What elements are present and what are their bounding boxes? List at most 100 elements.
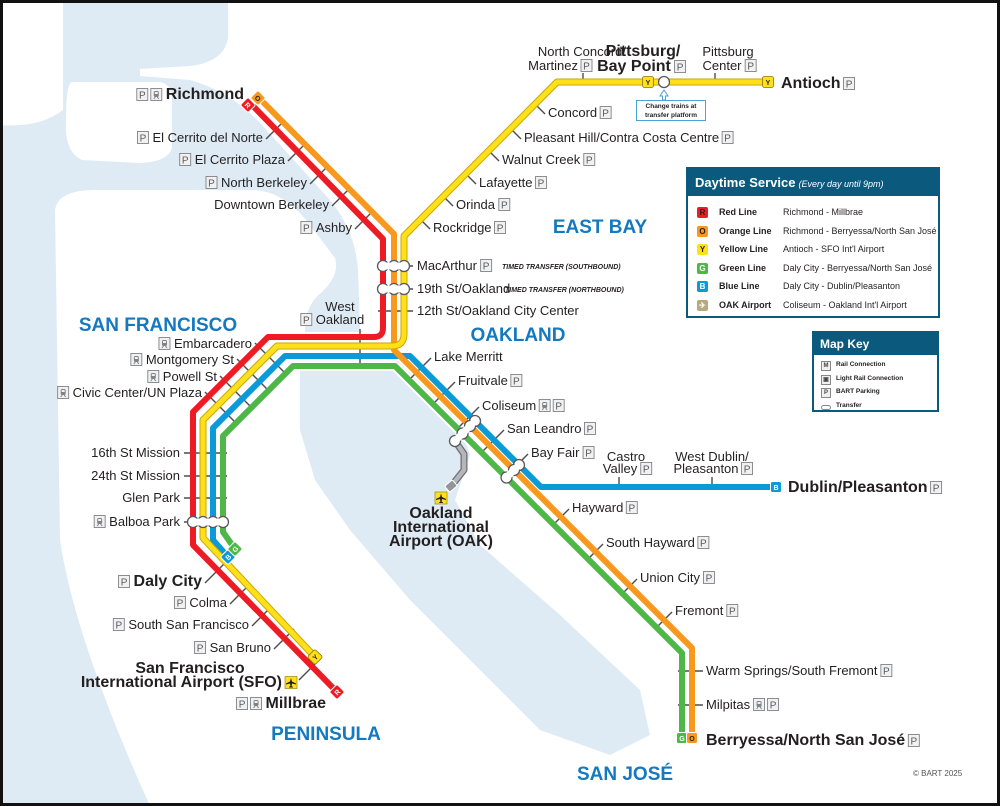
station-label[interactable]: Dublin/Pleasanton <box>788 479 928 496</box>
station-label[interactable]: Montgomery St <box>146 352 235 367</box>
station-label[interactable]: Berryessa/North San José <box>706 732 905 749</box>
station-label[interactable]: Valley <box>603 461 638 476</box>
station-label[interactable]: Fremont <box>675 603 724 618</box>
station-label[interactable]: El Cerrito Plaza <box>195 152 286 167</box>
station-24th-st[interactable]: 24th St Mission <box>91 468 180 483</box>
station-label[interactable]: Pleasant Hill/Contra Costa Centre <box>524 130 719 145</box>
badge-red-millbrae[interactable]: R <box>329 684 345 700</box>
station-civic-center[interactable]: Civic Center/UN Plaza <box>57 385 203 400</box>
station-label[interactable]: Rockridge <box>433 220 492 235</box>
station-label[interactable]: Airport (OAK) <box>389 533 493 550</box>
station-label[interactable]: Bay Point <box>597 58 671 75</box>
station-label[interactable]: Fruitvale <box>458 373 508 388</box>
station-label[interactable]: 16th St Mission <box>91 445 180 460</box>
station-label[interactable]: Coliseum <box>482 398 536 413</box>
station-label[interactable]: Daly City <box>134 573 203 590</box>
station-label[interactable]: North Berkeley <box>221 175 307 190</box>
station-label[interactable]: Pittsburg/ <box>606 43 681 60</box>
station-powell[interactable]: Powell St <box>147 369 218 384</box>
station-label[interactable]: Colma <box>189 595 227 610</box>
station-label[interactable]: Oakland <box>409 505 472 522</box>
station-label[interactable]: Milpitas <box>706 697 751 712</box>
badge-green-berryessa[interactable]: G <box>676 732 688 744</box>
badge-green-daly-city[interactable]: G <box>227 541 243 557</box>
station-label[interactable]: El Cerrito del Norte <box>152 130 263 145</box>
station-label[interactable]: 24th St Mission <box>91 468 180 483</box>
badge-orange-berryessa[interactable]: O <box>686 732 698 744</box>
station-glen-park[interactable]: Glen Park <box>122 490 180 505</box>
station-label[interactable]: Embarcadero <box>174 336 252 351</box>
badge-yellow-sfo[interactable]: Y <box>307 649 323 665</box>
station-embarcadero[interactable]: Embarcadero <box>158 336 252 351</box>
station-label[interactable]: Lake Merritt <box>434 349 503 364</box>
station-downtown-berkeley[interactable]: Downtown Berkeley <box>214 197 329 212</box>
station-label[interactable]: 19th St/Oakland <box>417 281 510 296</box>
badge-blue-dublin[interactable]: B <box>770 481 782 493</box>
station-label[interactable]: Hayward <box>572 500 623 515</box>
station-label[interactable]: MacArthur <box>417 258 478 273</box>
station-label[interactable]: San Leandro <box>507 421 581 436</box>
station-label[interactable]: South San Francisco <box>128 617 249 632</box>
station-label[interactable]: Richmond <box>166 86 244 103</box>
badge-orange-richmond[interactable]: O <box>250 90 266 106</box>
station-label[interactable]: Martinez <box>528 58 578 73</box>
station-label[interactable]: North Concord/ <box>538 44 627 59</box>
station-label[interactable]: 12th St/Oakland City Center <box>417 303 580 318</box>
station-label[interactable]: Downtown Berkeley <box>214 197 329 212</box>
station-19th-st[interactable]: 19th St/Oakland <box>417 281 510 296</box>
station-label[interactable]: Balboa Park <box>109 514 180 529</box>
station-label[interactable]: Civic Center/UN Plaza <box>73 385 203 400</box>
badge-yellow-antioch[interactable]: Y <box>762 76 774 88</box>
station-label[interactable]: International <box>393 519 489 536</box>
station-label[interactable]: Ashby <box>316 220 353 235</box>
station-label[interactable]: Union City <box>640 570 700 585</box>
station-label[interactable]: Lafayette <box>479 175 533 190</box>
station-label[interactable]: Orinda <box>456 197 496 212</box>
station-balboa-park[interactable]: Balboa Park <box>93 514 180 529</box>
station-16th-st[interactable]: 16th St Mission <box>91 445 180 460</box>
green-line[interactable] <box>220 363 685 741</box>
station-label[interactable]: West <box>325 299 355 314</box>
station-label[interactable]: Antioch <box>781 75 841 92</box>
station-label[interactable]: Center <box>702 58 742 73</box>
yellow-line[interactable] <box>200 79 771 660</box>
station-label[interactable]: Concord <box>548 105 597 120</box>
station-label[interactable]: Oakland <box>316 312 364 327</box>
station-label[interactable]: Millbrae <box>266 695 327 712</box>
station-label[interactable]: West Dublin/ <box>675 449 749 464</box>
station-lake-merritt[interactable]: Lake Merritt <box>434 349 503 364</box>
